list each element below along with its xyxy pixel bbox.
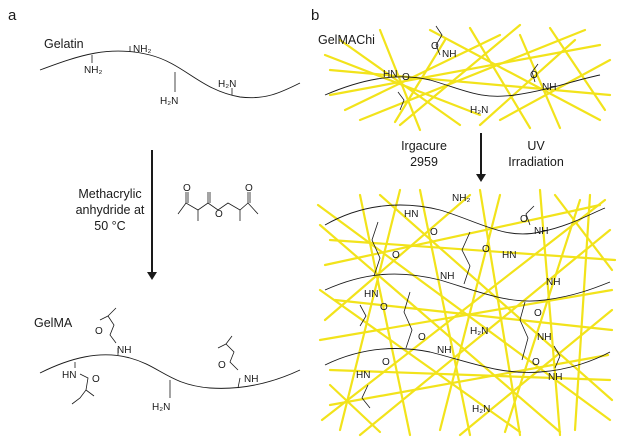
network-group-4: HN	[502, 250, 516, 261]
network-oxygen-5: O	[380, 302, 388, 313]
stimulus-line-2: Irradiation	[508, 155, 564, 169]
top-oxygen-3: O	[530, 70, 538, 81]
gelatin-amine-1: NH₂	[133, 44, 151, 55]
gelma-oxygen-2: O	[92, 374, 100, 385]
network-chain-2	[324, 273, 611, 302]
gelatin-amine-4: H₂N	[218, 79, 236, 90]
top-group-1: NH	[442, 49, 456, 60]
gelmachi-chain-top	[324, 74, 601, 97]
network-group-7: NH	[546, 277, 560, 288]
network-oxygen-1: O	[430, 227, 438, 238]
network-group-3: NH	[534, 226, 548, 237]
gelma-oxygen-3: O	[218, 360, 226, 371]
network-group-12: NH	[548, 372, 562, 383]
network-group-11: HN	[356, 370, 370, 381]
initiator-line-2: 2959	[410, 155, 438, 169]
reaction-line-1: Methacrylic	[78, 187, 141, 201]
methacrylic-anhydride-structure: O O O	[177, 183, 259, 221]
crosslink-4	[519, 301, 529, 361]
gelma-group-3: NH	[244, 374, 258, 385]
top-oxygen-1: O	[431, 41, 439, 52]
gelatin-label: Gelatin	[44, 37, 84, 51]
top-group-4: H₂N	[470, 105, 488, 116]
panel-a-letter: a	[8, 7, 17, 24]
network-methacryl-1	[525, 205, 535, 226]
top-group-2: HN	[383, 69, 397, 80]
gelmachi-label: GelMAChi	[318, 33, 375, 47]
network-methacryl-4	[553, 345, 561, 369]
network-oxygen-6: O	[534, 308, 542, 319]
top-methacryl-2	[397, 91, 405, 111]
crosslink-3	[403, 291, 413, 349]
stimulus-line-1: UV	[527, 139, 545, 153]
network-group-2: HN	[404, 209, 418, 220]
gelma-group-1: NH	[117, 345, 131, 356]
network-oxygen-3: O	[392, 250, 400, 261]
gelma-methacrylamide-2: HN O	[62, 362, 100, 405]
network-methacryl-3	[361, 384, 371, 409]
top-group-3: NH	[542, 82, 556, 93]
gelatin-amine-3: H₂N	[160, 96, 178, 107]
network-group-10: NH	[437, 345, 451, 356]
gelma-group-2: HN	[62, 370, 76, 381]
crosslink-2	[461, 231, 471, 285]
network-group-5: NH	[440, 271, 454, 282]
anhydride-oxygen-3: O	[245, 183, 253, 194]
chitosan-fibers-network	[316, 188, 617, 437]
reaction-line-3: 50 °C	[94, 219, 125, 233]
top-methacryl-3	[531, 63, 539, 83]
panel-a: a Gelatin NH₂ NH₂ H₂N H₂N Methacrylic an…	[8, 7, 301, 413]
gelma-methacrylamide-3: NH O	[217, 335, 258, 389]
network-group-13: H₂N	[472, 404, 490, 415]
chitosan-fibers-top	[323, 23, 612, 132]
gelma-methacrylamide-1: NH O	[95, 307, 131, 356]
initiator-line-1: Irgacure	[401, 139, 447, 153]
network-group-6: HN	[364, 289, 378, 300]
panel-b-letter: b	[311, 7, 319, 24]
network-oxygen-8: O	[382, 357, 390, 368]
panel-b: b GelMAChi NH HN NH H₂N O O O	[311, 7, 617, 437]
reaction-line-2: anhydride at	[76, 203, 145, 217]
network-oxygen-4: O	[482, 244, 490, 255]
network-methacryl-2	[359, 304, 367, 327]
network-group-8: H₂N	[470, 326, 488, 337]
network-oxygen-2: O	[520, 214, 528, 225]
anhydride-oxygen-2: O	[215, 209, 223, 220]
gelatin-amine-2: NH₂	[84, 65, 102, 76]
crosslink-1	[371, 221, 381, 277]
top-oxygen-2: O	[402, 72, 410, 83]
gelma-group-4: H₂N	[152, 402, 170, 413]
network-group-9: NH	[537, 332, 551, 343]
network-chain-1	[324, 204, 606, 235]
gelma-chain	[39, 354, 301, 389]
network-chain-3	[324, 348, 611, 373]
gelma-oxygen-1: O	[95, 326, 103, 337]
gelma-label: GelMA	[34, 316, 73, 330]
top-methacryl-1	[435, 25, 443, 56]
gelatin-chain	[39, 50, 301, 99]
network-oxygen-9: O	[532, 357, 540, 368]
anhydride-oxygen-1: O	[183, 183, 191, 194]
network-group-1: NH₂	[452, 193, 470, 204]
network-oxygen-7: O	[418, 332, 426, 343]
